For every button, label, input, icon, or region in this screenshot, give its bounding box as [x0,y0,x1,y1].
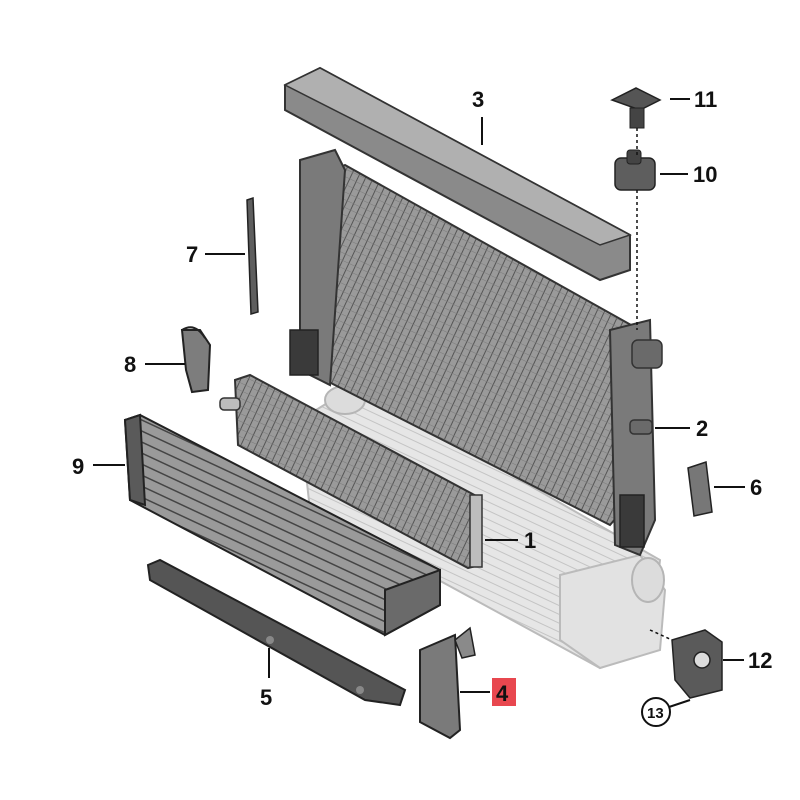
callout-11: 11 [694,87,717,112]
callout-labels: 3 11 10 7 8 9 2 6 1 12 5 4 13 [72,87,772,727]
lower-air-guide [146,558,407,707]
radiator [289,148,663,557]
callout-8: 8 [124,352,136,377]
side-air-duct [419,626,476,740]
side-seal-strip [246,196,259,315]
callout-10: 10 [693,162,717,187]
assembly-guides [636,128,673,641]
auxiliary-radiator [219,373,483,570]
callout-5: 5 [260,685,272,710]
callout-7: 7 [186,242,198,267]
callout-9: 9 [72,454,84,479]
expansion-clip [610,87,662,129]
callout-4: 4 [496,681,509,706]
bracket-12 [671,629,723,699]
bracket-8 [180,326,212,394]
callout-3: 3 [472,87,484,112]
callout-4-highlight [492,678,516,706]
bracket-6 [687,460,713,517]
leader-lines [93,98,745,709]
callout-2: 2 [696,416,708,441]
air-duct-grille [123,413,441,637]
callout-13-circle [641,697,671,727]
callout-12: 12 [748,648,772,673]
callout-6: 6 [750,475,762,500]
callout-1: 1 [524,528,536,553]
rubber-mount [614,149,656,191]
upper-air-guide [283,66,632,282]
callout-13: 13 [647,705,664,722]
